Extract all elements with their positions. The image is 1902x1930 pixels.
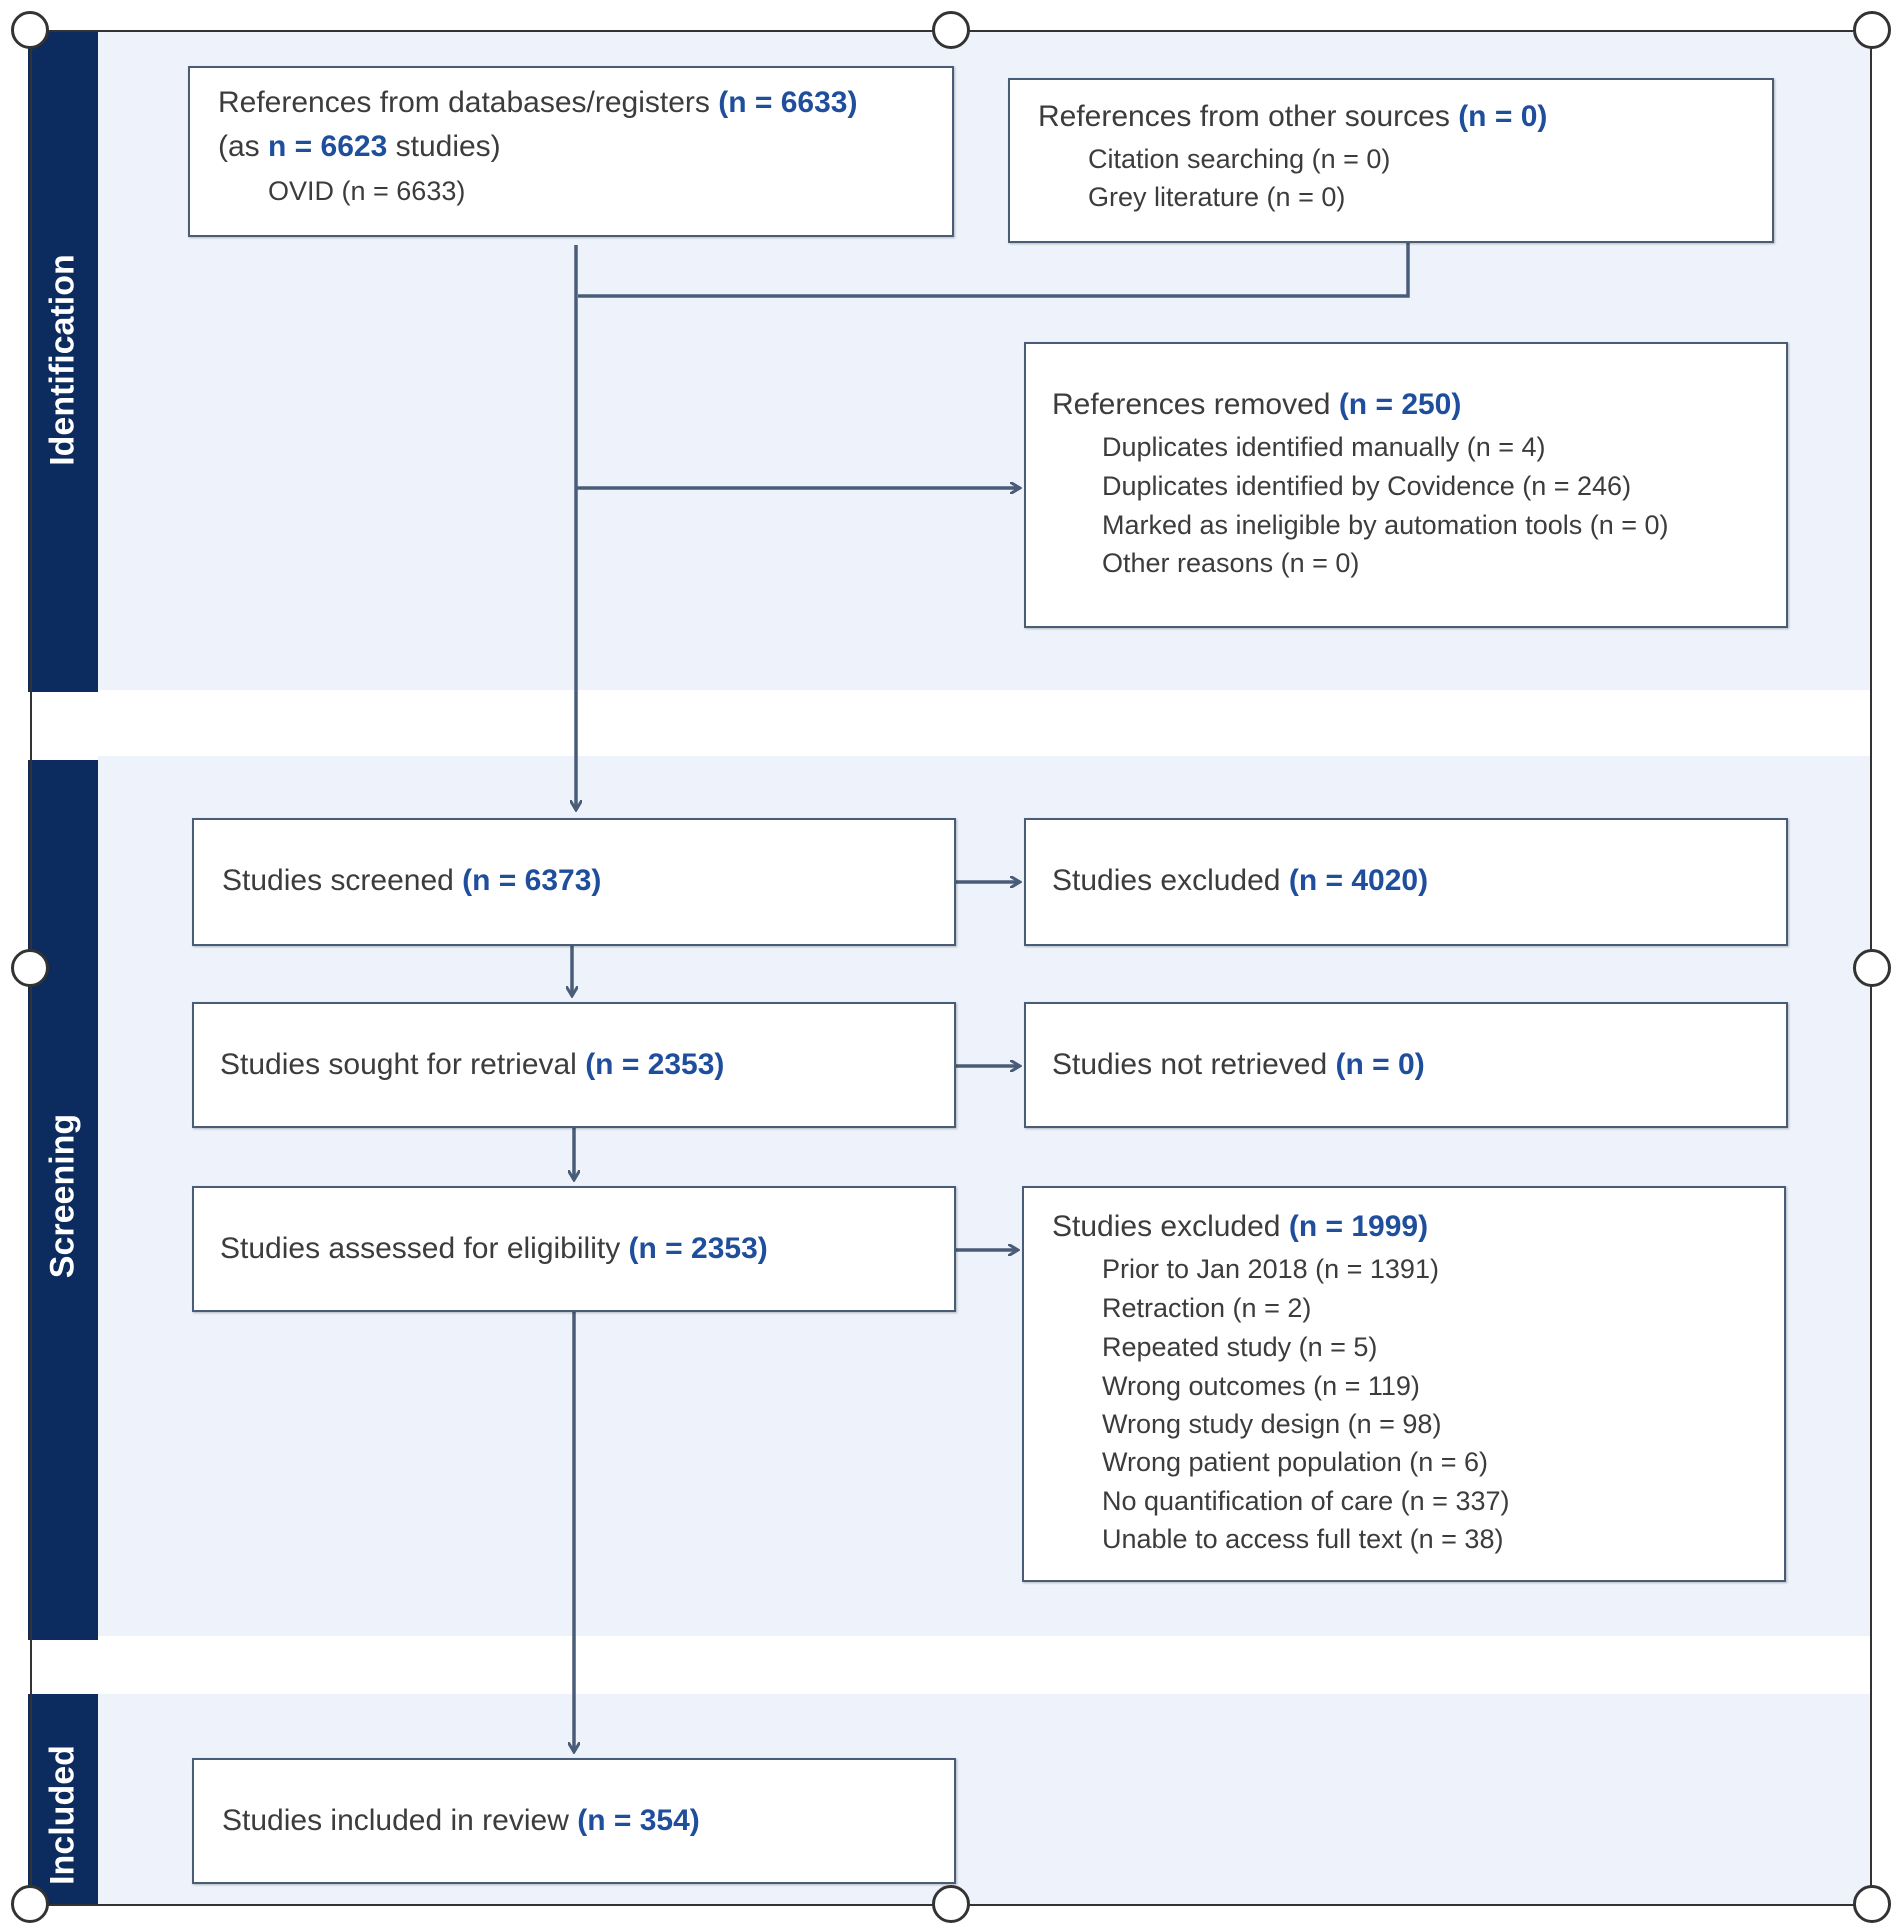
removed-title-text: References removed	[1052, 388, 1339, 421]
not-retrieved-count: (n = 0)	[1335, 1048, 1425, 1081]
removed-item: Marked as ineligible by automation tools…	[1102, 510, 1669, 540]
other-sources-title: References from other sources (n = 0)	[1038, 100, 1547, 135]
assessed-text: Studies assessed for eligibility	[220, 1232, 629, 1265]
databases-studies-post: studies)	[387, 130, 501, 163]
screened-count: (n = 6373)	[462, 864, 602, 897]
databases-count: (n = 6633)	[718, 86, 858, 119]
resize-handle-middle-left[interactable]	[11, 949, 49, 987]
databases-ovid: OVID (n = 6633)	[268, 176, 466, 206]
screened-label: Studies screened (n = 6373)	[222, 864, 601, 899]
excluded2-item: Repeated study (n = 5)	[1102, 1332, 1378, 1362]
excluded2-item: Wrong study design (n = 98)	[1102, 1409, 1442, 1439]
excluded2-item: Prior to Jan 2018 (n = 1391)	[1102, 1254, 1439, 1284]
databases-title-text: References from databases/registers	[218, 86, 719, 119]
excluded-count: (n = 4020)	[1288, 864, 1429, 897]
excluded2-title: Studies excluded (n = 1999)	[1052, 1210, 1428, 1245]
included-label: Studies included in review (n = 354)	[222, 1804, 700, 1839]
sought-count: (n = 2353)	[585, 1048, 725, 1081]
not-retrieved-text: Studies not retrieved	[1052, 1048, 1336, 1081]
excluded2-item: Wrong outcomes (n = 119)	[1102, 1371, 1420, 1401]
resize-handle-bottom-middle[interactable]	[932, 1885, 970, 1923]
studies-excluded-eligibility-box: Studies excluded (n = 1999) Prior to Jan…	[1022, 1186, 1786, 1582]
studies-screened-box: Studies screened (n = 6373)	[192, 818, 956, 946]
excluded2-item: No quantification of care (n = 337)	[1102, 1486, 1510, 1516]
excluded2-title-text: Studies excluded	[1052, 1210, 1289, 1243]
removed-title: References removed (n = 250)	[1052, 388, 1461, 423]
studies-assessed-box: Studies assessed for eligibility (n = 23…	[192, 1186, 956, 1312]
resize-handle-bottom-left[interactable]	[11, 1885, 49, 1923]
not-retrieved-label: Studies not retrieved (n = 0)	[1052, 1048, 1425, 1083]
studies-not-retrieved-box: Studies not retrieved (n = 0)	[1024, 1002, 1788, 1128]
phase-bar-identification	[28, 30, 98, 692]
other-sources-item: Grey literature (n = 0)	[1088, 182, 1346, 212]
excluded2-count: (n = 1999)	[1288, 1210, 1429, 1243]
removed-item: Duplicates identified manually (n = 4)	[1102, 432, 1546, 462]
databases-box: References from databases/registers (n =…	[188, 66, 954, 237]
resize-handle-top-right[interactable]	[1853, 11, 1891, 49]
other-sources-box: References from other sources (n = 0) Ci…	[1008, 78, 1774, 243]
assessed-label: Studies assessed for eligibility (n = 23…	[220, 1232, 768, 1267]
excluded-text: Studies excluded	[1052, 864, 1289, 897]
resize-handle-top-middle[interactable]	[932, 11, 970, 49]
studies-included-box: Studies included in review (n = 354)	[192, 1758, 956, 1884]
excluded2-item: Wrong patient population (n = 6)	[1102, 1447, 1489, 1477]
excluded2-item: Unable to access full text (n = 38)	[1102, 1524, 1504, 1554]
included-count: (n = 354)	[577, 1804, 700, 1837]
assessed-count: (n = 2353)	[628, 1232, 768, 1265]
resize-handle-bottom-right[interactable]	[1853, 1885, 1891, 1923]
phase-bar-included	[28, 1694, 98, 1904]
removed-item: Duplicates identified by Covidence (n = …	[1102, 471, 1632, 501]
resize-handle-top-left[interactable]	[11, 11, 49, 49]
databases-studies: (as n = 6623 studies)	[218, 130, 501, 165]
phase-bar-screening	[28, 760, 98, 1640]
references-removed-box: References removed (n = 250) Duplicates …	[1024, 342, 1788, 628]
excluded-label: Studies excluded (n = 4020)	[1052, 864, 1428, 899]
databases-title: References from databases/registers (n =…	[218, 86, 857, 121]
other-sources-title-text: References from other sources	[1038, 100, 1459, 133]
other-sources-item: Citation searching (n = 0)	[1088, 144, 1391, 174]
other-sources-count: (n = 0)	[1458, 100, 1548, 133]
screened-text: Studies screened	[222, 864, 463, 897]
excluded2-item: Retraction (n = 2)	[1102, 1293, 1312, 1323]
removed-count: (n = 250)	[1338, 388, 1462, 421]
databases-studies-pre: (as	[218, 130, 269, 163]
databases-studies-count: n = 6623	[268, 130, 388, 163]
included-text: Studies included in review	[222, 1804, 578, 1837]
connector-other-sources	[578, 243, 1410, 298]
removed-item: Other reasons (n = 0)	[1102, 548, 1360, 578]
sought-label: Studies sought for retrieval (n = 2353)	[220, 1048, 724, 1083]
studies-sought-box: Studies sought for retrieval (n = 2353)	[192, 1002, 956, 1128]
resize-handle-middle-right[interactable]	[1853, 949, 1891, 987]
sought-text: Studies sought for retrieval	[220, 1048, 586, 1081]
studies-excluded-box: Studies excluded (n = 4020)	[1024, 818, 1788, 946]
